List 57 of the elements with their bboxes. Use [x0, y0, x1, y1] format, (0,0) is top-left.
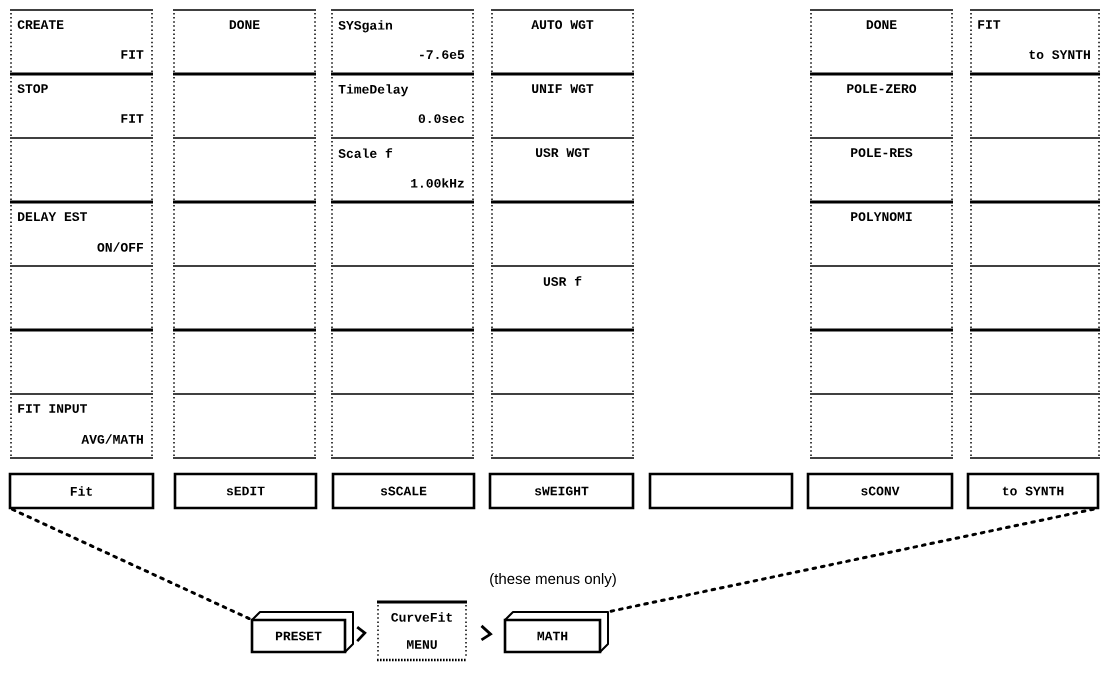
softkey-label: sSCALE [331, 472, 476, 510]
softkey [970, 72, 1100, 137]
softkey [969, 265, 1101, 329]
softkey [490, 393, 635, 459]
dotted-line [11, 507, 251, 621]
note-text: (these menus only) [490, 573, 616, 587]
softkey: CREATE FIT [9, 9, 154, 73]
softkey: TimeDelay 0.0sec [331, 72, 474, 137]
softkey [969, 393, 1101, 459]
softkey [491, 328, 634, 393]
softkey: FIT to SYNTH [969, 9, 1101, 73]
softkey: UNIF WGT [491, 72, 634, 137]
softkey [9, 265, 154, 329]
softkey-label: Fit [8, 472, 155, 510]
softkey [491, 200, 634, 265]
softkey [810, 328, 953, 393]
softkey: STOP FIT [10, 72, 153, 137]
softkey [331, 200, 474, 265]
softkey [330, 265, 475, 329]
softkey: POLE-RES [809, 137, 954, 201]
hardkey: PRESET [250, 611, 354, 654]
softkey: POLYNOMI [810, 200, 953, 265]
softkey: Scale f 1.00kHz [330, 137, 475, 201]
chevron-arrow [480, 624, 493, 642]
softkey [172, 265, 317, 329]
softkey [172, 137, 317, 201]
softkey: CurveFit MENU [377, 600, 467, 662]
softkey [10, 328, 153, 393]
softkey [969, 137, 1101, 201]
softkey: DONE [172, 9, 317, 73]
softkey [331, 328, 474, 393]
softkey-label: to SYNTH [966, 472, 1100, 510]
softkey [970, 200, 1100, 265]
softkey [173, 328, 316, 393]
softkey [172, 393, 317, 459]
softkey: USR WGT [490, 137, 635, 201]
chevron-arrow [356, 626, 367, 643]
softkey: SYSgain -7.6e5 [330, 9, 475, 73]
softkey-label: sCONV [806, 472, 954, 510]
softkey: FIT INPUT AVG/MATH [9, 393, 154, 459]
softkey: DONE [809, 9, 954, 73]
softkey [809, 265, 954, 329]
softkey: DELAY EST ON/OFF [10, 200, 153, 265]
softkey-label: sWEIGHT [488, 472, 635, 510]
softkey [809, 393, 954, 459]
softkey [330, 393, 475, 459]
softkey-label: sEDIT [173, 472, 318, 510]
softkey: USR f [490, 265, 635, 329]
softkey [173, 200, 316, 265]
hardkey: MATH [503, 611, 609, 654]
softkey [173, 72, 316, 137]
softkey-label [648, 472, 794, 510]
softkey [970, 328, 1100, 393]
softkey [9, 137, 154, 201]
softkey: AUTO WGT [490, 9, 635, 73]
dotted-line [609, 507, 1097, 613]
softkey: POLE-ZERO [810, 72, 953, 137]
